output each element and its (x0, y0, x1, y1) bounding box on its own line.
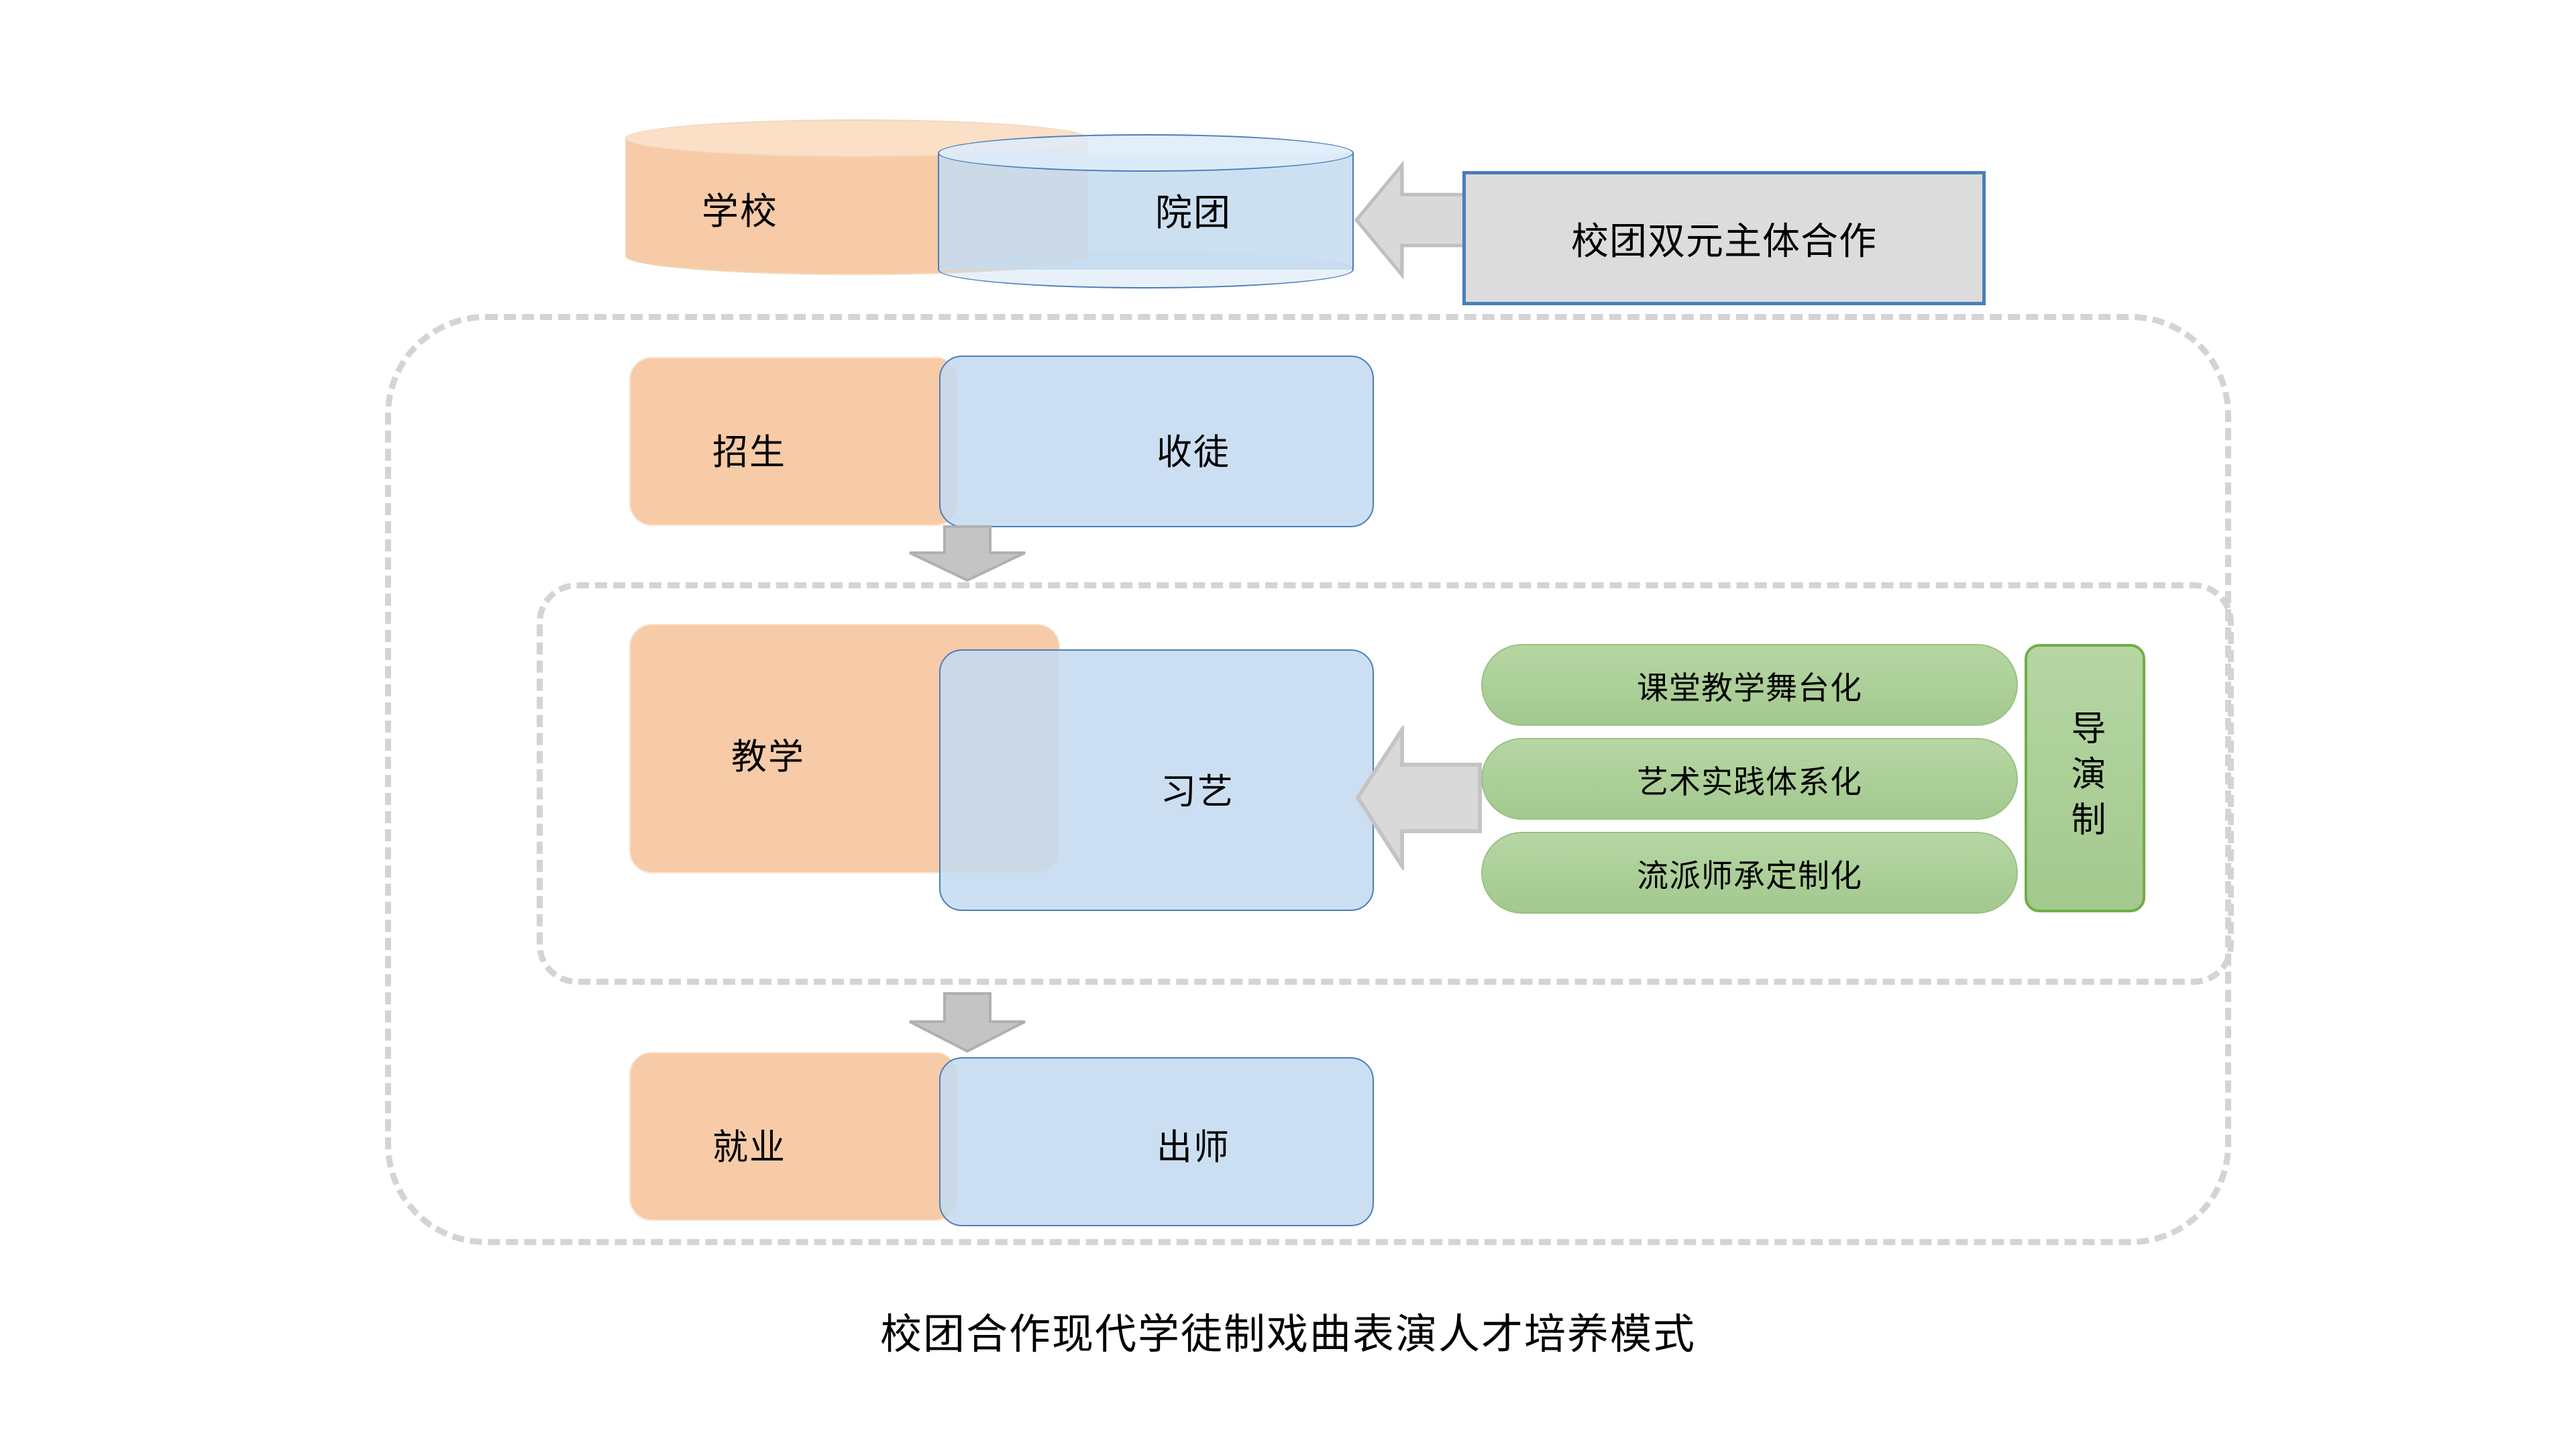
school-cylinder-label: 学校 (702, 190, 779, 233)
teaching-method-label: 流派师承定制化 (1637, 857, 1862, 895)
teaching-method-label: 课堂教学舞台化 (1637, 669, 1862, 707)
director-system-label: 导演制 (2065, 710, 2105, 847)
stage-teach-troupe-label: 习艺 (1161, 771, 1234, 812)
cooperation-callout-box: 校团双元主体合作 (1462, 171, 1986, 305)
stage-employ-school-box (629, 1052, 958, 1221)
teaching-methods-left-arrow-icon (1355, 726, 1483, 870)
troupe-cylinder-label: 院团 (1155, 191, 1232, 234)
teaching-method-label: 艺术实践体系化 (1637, 763, 1862, 801)
stage-teach-troupe-box (939, 649, 1374, 911)
cooperation-callout-label: 校团双元主体合作 (1571, 219, 1877, 264)
flow-down-arrow-icon-2 (907, 991, 1028, 1053)
stage-teach-school-label: 教学 (731, 737, 805, 777)
director-system-box: 导演制 (2025, 644, 2145, 912)
teaching-method-pill-2: 艺术实践体系化 (1481, 738, 2018, 820)
stage-recruit-school-label: 招生 (712, 432, 786, 473)
stage-employ-school-label: 就业 (712, 1127, 786, 1168)
inner-dashed-container (537, 582, 2234, 985)
diagram-caption: 校团合作现代学徒制戏曲表演人才培养模式 (879, 1309, 1696, 1358)
troupe-cylinder (938, 134, 1354, 288)
flow-down-arrow-icon-1 (907, 525, 1028, 582)
stage-recruit-school-box (629, 357, 958, 526)
stage-employ-troupe-box (939, 1057, 1374, 1226)
teaching-method-pill-3: 流派师承定制化 (1481, 832, 2018, 914)
stage-recruit-troupe-label: 收徒 (1157, 432, 1230, 473)
stage-recruit-troupe-box (939, 356, 1374, 527)
teaching-method-pill-1: 课堂教学舞台化 (1481, 644, 2018, 726)
stage-employ-troupe-label: 出师 (1157, 1127, 1230, 1168)
cylinder-body (938, 153, 1354, 270)
cylinder-top-cap (938, 134, 1354, 172)
